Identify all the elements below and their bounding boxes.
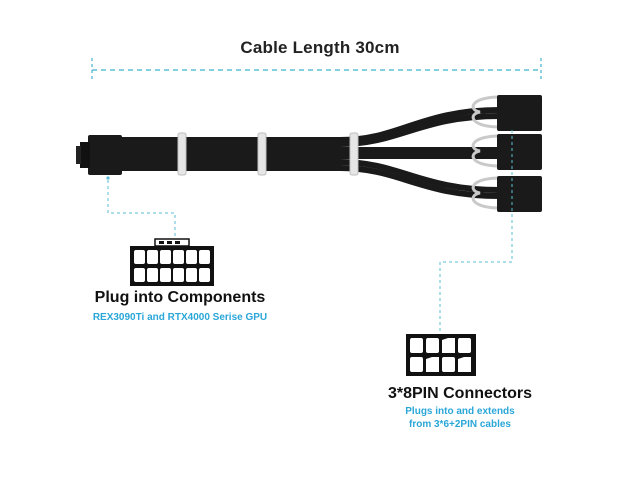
leader-line-right: [439, 130, 513, 335]
pin-connector-top: [471, 95, 542, 131]
cable-length-title: Cable Length 30cm: [240, 38, 400, 57]
connectors-subtitle-line1: Plugs into and extends: [405, 406, 515, 417]
pin-connector-middle: [471, 134, 542, 170]
leader-line-left: [107, 180, 176, 238]
connectors-heading: 3*8PIN Connectors: [387, 385, 533, 402]
plug-heading: Plug into Components: [94, 289, 266, 306]
gpu-plug-connector: [76, 135, 122, 180]
dimension-line: [91, 58, 542, 82]
pin-connector-bottom: [471, 176, 542, 212]
cable-bundle: [117, 107, 503, 199]
connectors-subtitle-line2: from 3*6+2PIN cables: [409, 419, 511, 430]
twelve-pin-icon: [130, 238, 214, 286]
plug-subtitle: REX3090Ti and RTX4000 Serise GPU: [92, 312, 268, 323]
connectors-subtitle: Plugs into and extends from 3*6+2PIN cab…: [330, 405, 590, 431]
cable-comb: [177, 132, 359, 176]
eight-pin-icon: [406, 334, 476, 376]
